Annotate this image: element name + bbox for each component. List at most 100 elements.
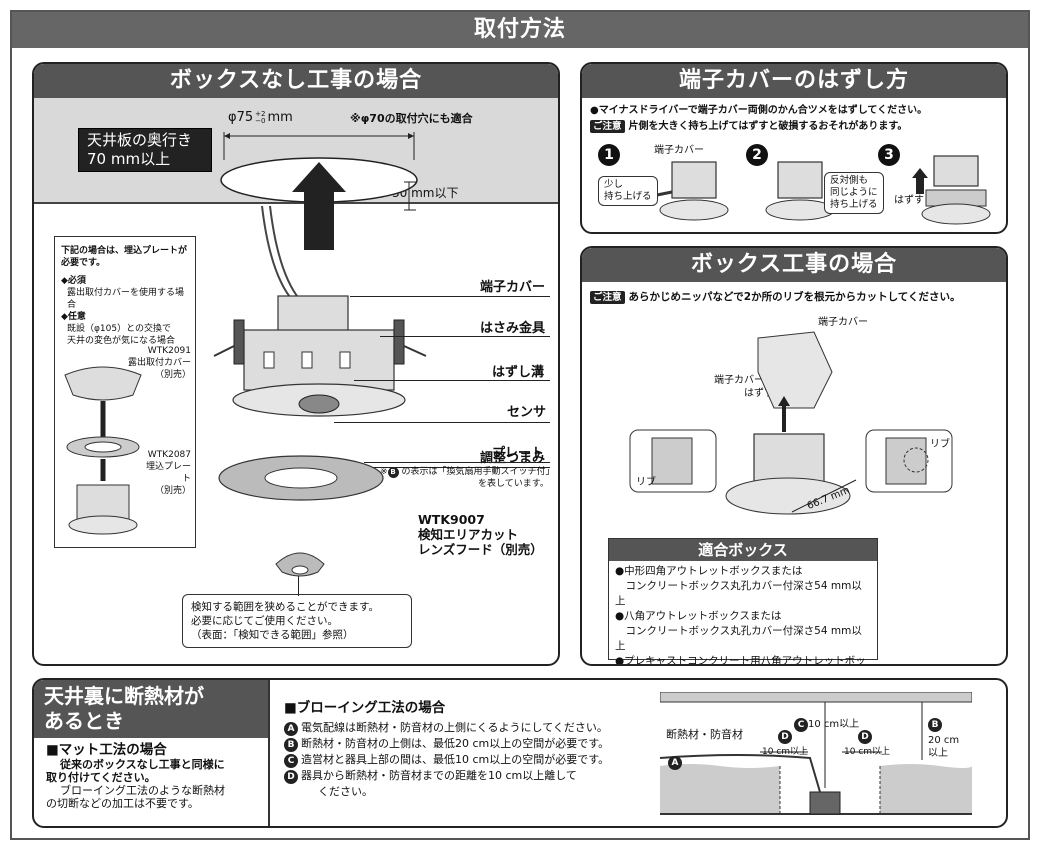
box-caution-text: あらかじめニッパなどで2か所のリブを根元からカットしてください。 (628, 291, 961, 303)
hood-code: WTK9007 (418, 512, 485, 527)
blow-item-d-cont: ください。 (318, 785, 373, 798)
box-cover-label: 端子カバー (818, 317, 868, 328)
rib-left-label: リブ (636, 477, 656, 488)
compat-title: 適合ボックス (609, 539, 877, 561)
label-groove: はずし溝 (492, 365, 545, 380)
compat-item: ●八角アウトレットボックスまたは (615, 610, 782, 622)
part2-sold: （別売） (154, 486, 191, 496)
rib-right-label: リブ (930, 439, 950, 450)
step2-number: 2 (746, 144, 768, 166)
plate-illustration (218, 455, 384, 501)
hood-note-line3: （表面：「検知できる範囲」参照） (191, 629, 354, 641)
panel-insulation: 天井裏に断熱材が あるとき ■マット工法の場合 従来のボックスなし工事と同様に … (32, 678, 1008, 828)
terminal-caution-text: 片側を大きく持ち上げてはずすと破損するおそれがあります。 (628, 121, 908, 132)
ceiling-depth-line1: 天井板の奥行き (87, 131, 193, 149)
box-caution-tag: ご注意 (590, 291, 625, 304)
compat-item: ●プレキャストコンクリート用八角アウトレットボックスまたは (615, 655, 866, 666)
blow-item-text: 器具から断熱材・防音材までの距離を10 cm以上離して (301, 769, 577, 782)
blow-item-mark: A (284, 722, 298, 736)
main-title: 取付方法 (12, 12, 1028, 48)
insulation-divider (268, 680, 270, 826)
step1-label: 端子カバー (654, 145, 704, 156)
step1-callout: 少し 持ち上げる (598, 176, 658, 206)
side-note-opt-title: ◆任意 (61, 312, 86, 322)
panel-box-title: ボックス工事の場合 (582, 248, 1006, 282)
side-note-part2: WTK2087 埋込プレート （別売） (141, 449, 191, 497)
diagram-b-dim2: 以上 (928, 748, 948, 759)
part2-code: WTK2087 (147, 450, 191, 460)
leader-hood (298, 576, 299, 596)
insulation-title1: 天井裏に断熱材が (44, 684, 204, 708)
diagram-mark-a: A (668, 756, 682, 770)
box-remove-label: 端子カバーを はずす (704, 374, 774, 400)
terminal-caution-tag: ご注意 (590, 120, 625, 133)
insulation-title2: あるとき (44, 709, 124, 733)
leader-sensor (334, 422, 550, 423)
side-note-opt-text1: 既設（φ105）との交換で (67, 324, 172, 334)
label-clamp: はさみ金具 (480, 321, 546, 336)
plate-note-text1: の表示は「換気扇用手動スイッチ付」 (401, 467, 555, 477)
panel-terminal-title: 端子カバーのはずし方 (582, 64, 1006, 98)
mat-section: ■マット工法の場合 従来のボックスなし工事と同様に 取り付けてください。 ブロー… (46, 742, 262, 810)
blow-item-text: 造営材と器具上部の間は、最低10 cm以上の空間が必要です。 (301, 753, 610, 766)
hood-label: WTK9007 検知エリアカット レンズフード（別売） (418, 512, 543, 557)
label-terminal-cover: 端子カバー (480, 280, 546, 295)
diagram-mark-c: C (794, 718, 808, 732)
panel-terminal: 端子カバーのはずし方 ●マイナスドライバーで端子カバー両側のかん合ツメをはずして… (580, 62, 1008, 234)
terminal-instruction: ●マイナスドライバーで端子カバー両側のかん合ツメをはずしてください。 (590, 105, 928, 116)
ceiling-depth-box: 天井板の奥行き 70 mm以上 (78, 128, 212, 172)
diagram-b-dim: 20 cm 以上 (928, 734, 959, 760)
step2-callout-line3: 持ち上げる (830, 199, 878, 210)
step-illustrations (641, 155, 991, 225)
mat-text2: の切断などの加工は不要です。 (46, 797, 199, 810)
mat-title: ■マット工法の場合 (46, 742, 167, 758)
compat-item: ●中形四角アウトレットボックスまたは (615, 565, 803, 577)
blow-item-mark: C (284, 754, 298, 768)
mat-bold2: 取り付けてください。 (46, 771, 156, 784)
box-remove-line1: 端子カバーを (714, 375, 774, 386)
leader-plate (364, 462, 550, 463)
step3-callout: はずす (894, 195, 924, 206)
diagram-mark-b: B (928, 718, 942, 732)
step2-callout-line2: 同じように (830, 187, 878, 198)
step3-number: 3 (878, 144, 900, 166)
plate-note-mark: B (387, 467, 399, 478)
diagram-b-dim1: 20 cm (928, 735, 960, 746)
hood-note-line2: 必要に応じてご使用ください。 (191, 615, 338, 627)
compat-list: ●中形四角アウトレットボックスまたは コンクリートボックス丸孔カバー付深さ54 … (609, 561, 877, 666)
box-remove-line2: はずす (744, 388, 774, 399)
diagram-d-left: 10 cm以上 (762, 747, 809, 757)
step1-number: 1 (598, 144, 620, 166)
side-note-part1: WTK2091 露出取付カバー （別売） (128, 345, 191, 381)
blow-item-mark: D (284, 770, 298, 784)
part1-name: 露出取付カバー (127, 358, 191, 368)
device-illustration (213, 132, 427, 417)
hood-illustration (275, 552, 325, 577)
panel-no-box-title: ボックスなし工事の場合 (34, 64, 558, 98)
note-phi70: ※φ70の取付穴にも適合 (350, 112, 473, 125)
ceiling-depth-line2: 70 mm以上 (87, 150, 171, 168)
plate-note-mark-prefix: ※ (380, 467, 388, 477)
blow-title: ■ブローイング工法の場合 (284, 700, 446, 716)
leader-clamp (380, 336, 550, 337)
compat-box: 適合ボックス ●中形四角アウトレットボックスまたは コンクリートボックス丸孔カバ… (608, 538, 878, 664)
blow-item-text: 断熱材・防音材の上側は、最低20 cm以上の空間が必要です。 (301, 737, 610, 750)
hood-note-box: 検知する範囲を狭めることができます。 必要に応じてご使用ください。 （表面：「検… (182, 594, 412, 648)
label-sensor: センサ (507, 405, 547, 420)
insulation-head: 天井裏に断熱材が あるとき (34, 680, 268, 738)
part1-sold: （別売） (154, 370, 191, 380)
side-note-intro1: 下記の場合は、埋込プレートが (61, 246, 188, 256)
blow-item-text: 電気配線は断熱材・防音材の上側にくるようにしてください。 (301, 721, 608, 734)
blowing-diagram: 断熱材・防音材 A C 10 cm以上 B 20 cm 以上 D D 10 cm… (660, 692, 972, 822)
step2-callout-line1: 反対側も (830, 175, 869, 186)
dim-phi75-value: φ75 (228, 110, 254, 125)
mat-bold1: 従来のボックスなし工事と同様に (60, 758, 225, 771)
